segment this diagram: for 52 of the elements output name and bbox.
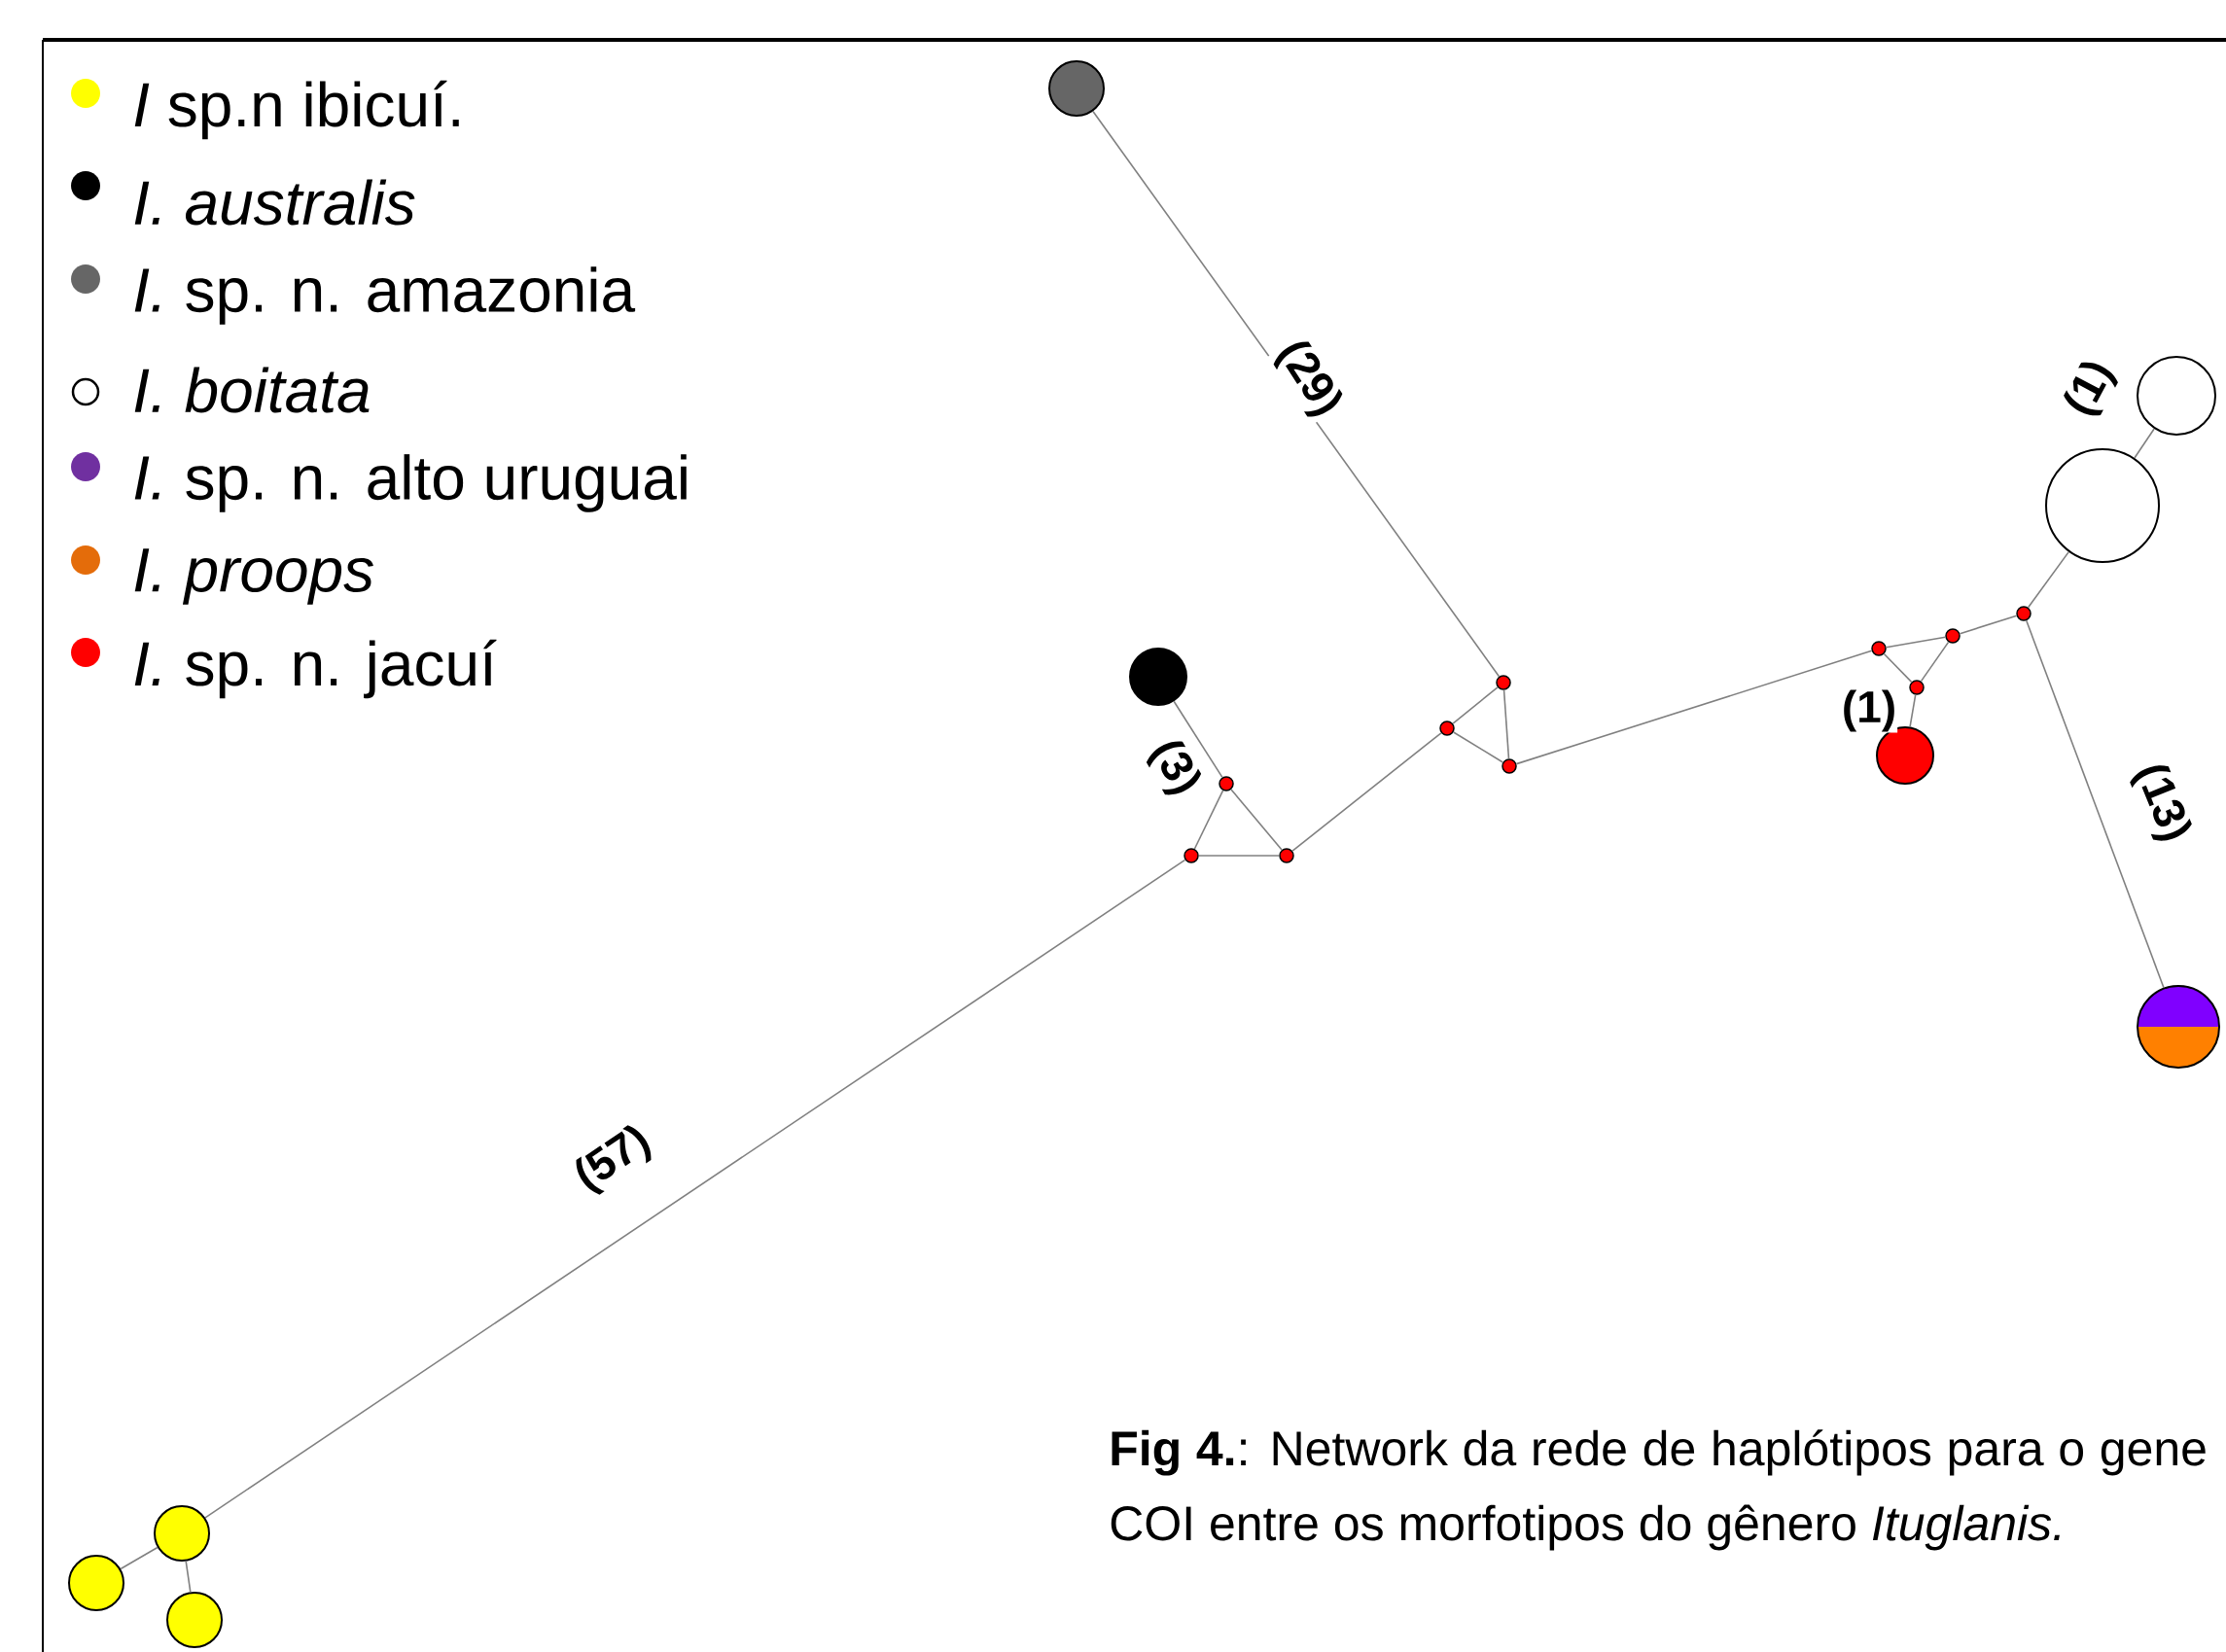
network-link: [1920, 641, 1950, 683]
median-vector-dot: [1219, 776, 1234, 791]
median-vector-dot: [1871, 641, 1887, 656]
legend-label: I. sp. n. jacuí: [134, 639, 497, 699]
network-link: [1909, 693, 1917, 728]
median-vector-dot: [1945, 628, 1961, 644]
median-vector-dot: [2016, 606, 2032, 621]
network-link: [1193, 790, 1224, 850]
network-link: [185, 1560, 192, 1594]
network-link: [1502, 688, 1510, 760]
legend-label: I. boitata: [134, 367, 370, 413]
haplotype-circle: [1129, 648, 1187, 706]
network-link: [1230, 789, 1283, 851]
haplotype-circle: [68, 1555, 124, 1611]
network-link: [1885, 636, 1947, 649]
median-vector-dot: [1496, 675, 1511, 690]
network-link: [1197, 855, 1281, 857]
median-vector-dot: [1439, 721, 1455, 736]
network-link: [2025, 619, 2165, 989]
legend-label: I. australis: [134, 179, 415, 226]
mutation-count: (29): [1273, 341, 1343, 417]
network-link: [1173, 700, 1223, 779]
mutation-count: (1): [2064, 362, 2118, 416]
median-vector-dot: [1502, 758, 1517, 774]
haplotype-circle: [2137, 985, 2220, 1069]
mutation-count: (1): [1844, 689, 1894, 732]
network-link: [1515, 650, 1873, 765]
mutation-count: (13): [2130, 765, 2192, 841]
median-vector-dot: [1909, 680, 1925, 695]
haplotype-circle: [1048, 60, 1105, 117]
network-link: [1883, 652, 1913, 684]
network-link: [1959, 615, 2018, 635]
network-link: [204, 859, 1186, 1519]
legend-label: I sp.n ibicuí.: [134, 80, 459, 140]
mutation-count: (3): [1146, 741, 1202, 795]
legend-label: I. sp. n. alto uruguai: [134, 454, 687, 512]
haplotype-circle: [166, 1592, 223, 1648]
figure-caption: Fig 4.: Network da rede de haplótipos para o gene COI entre os morfotipos do gênero Ituglanis.: [1111, 1429, 2206, 1551]
legend-label: I. proops: [134, 548, 373, 605]
network-link: [2134, 428, 2155, 459]
haplotype-circle: [2045, 448, 2160, 563]
network-link: [1291, 732, 1442, 852]
network-link: [120, 1546, 159, 1570]
haplotype-circle: [154, 1505, 210, 1562]
median-vector-dot: [1279, 848, 1294, 863]
network-link: [2027, 550, 2070, 609]
network-link: [1452, 686, 1499, 724]
network-link: [1452, 731, 1504, 763]
network-link: [1092, 110, 1501, 678]
mutation-count: (57): [576, 1125, 652, 1195]
haplotype-circle: [2137, 356, 2216, 436]
legend-label: I. sp. n. amazonia: [134, 266, 636, 325]
